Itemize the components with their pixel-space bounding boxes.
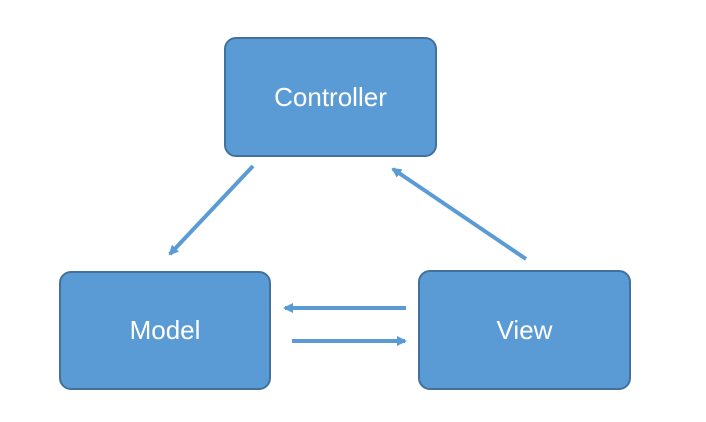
arrow-view-to-controller [391, 167, 528, 261]
view-label: View [496, 314, 553, 345]
view-node: View [418, 270, 631, 390]
arrow-controller-to-model [168, 164, 255, 256]
controller-label: Controller [274, 81, 387, 112]
model-node: Model [59, 271, 271, 390]
model-label: Model [129, 315, 201, 345]
controller-node: Controller [224, 37, 437, 157]
